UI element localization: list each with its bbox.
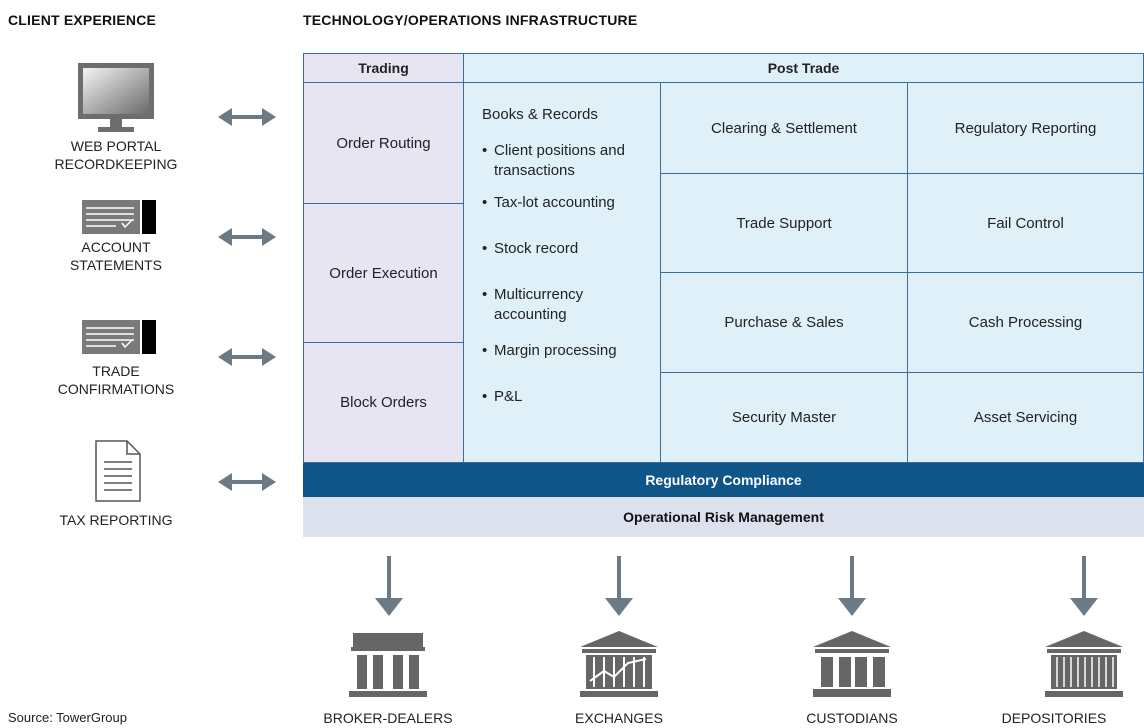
post-trade-cell: Trade Support: [661, 174, 908, 273]
client-item-line2: RECORDKEEPING: [54, 156, 178, 172]
list-item: Multicurrency accounting: [482, 285, 644, 325]
institution-label-exchanges: EXCHANGES: [575, 710, 663, 726]
broker-dealers-building-icon: [349, 633, 427, 697]
trading-cell-order-routing: Order Routing: [304, 83, 464, 204]
double-arrow-icon: [218, 473, 276, 491]
trading-column-header: Trading: [304, 54, 464, 83]
client-item-trade-confirmations: TRADE CONFIRMATIONS: [30, 362, 202, 398]
list-item: Tax-lot accounting: [482, 193, 654, 213]
institution-label-broker-dealers: BROKER-DEALERS: [323, 710, 453, 726]
source-note: Source: TowerGroup: [8, 710, 127, 725]
client-item-line2: CONFIRMATIONS: [57, 381, 175, 397]
regulatory-compliance-band: Regulatory Compliance: [303, 463, 1144, 497]
statement-icon: [82, 200, 160, 239]
books-records-cell: Books & Records Client positions and tra…: [464, 83, 661, 462]
list-item: Margin processing: [482, 341, 654, 361]
post-trade-cell: Regulatory Reporting: [908, 83, 1143, 174]
client-item-web-portal: WEB PORTAL RECORDKEEPING: [30, 137, 202, 173]
infrastructure-header: TECHNOLOGY/OPERATIONS INFRASTRUCTURE: [303, 12, 638, 28]
document-icon: [95, 440, 141, 507]
client-item-line1: ACCOUNT: [81, 239, 151, 255]
list-item: P&L: [482, 387, 654, 407]
down-arrow-icon: [605, 556, 633, 616]
infrastructure-grid: Trading Post Trade Order Routing Order E…: [303, 53, 1144, 463]
list-item: Stock record: [482, 239, 654, 259]
post-trade-cell: Purchase & Sales: [661, 273, 908, 373]
custodians-building-icon: [813, 631, 891, 697]
double-arrow-icon: [218, 348, 276, 366]
double-arrow-icon: [218, 108, 276, 126]
client-item-line1: TAX REPORTING: [59, 512, 173, 528]
list-item: Client positions and transactions: [482, 141, 654, 181]
post-trade-cell: Cash Processing: [908, 273, 1143, 373]
client-experience-header: CLIENT EXPERIENCE: [8, 12, 157, 28]
down-arrow-icon: [838, 556, 866, 616]
double-arrow-icon: [218, 228, 276, 246]
institution-label-custodians: CUSTODIANS: [806, 710, 898, 726]
post-trade-cell: Asset Servicing: [908, 373, 1143, 462]
operational-risk-band: Operational Risk Management: [303, 497, 1144, 537]
post-trade-cell: Security Master: [661, 373, 908, 462]
post-trade-cell: Clearing & Settlement: [661, 83, 908, 174]
institution-label-depositories: DEPOSITORIES: [1001, 710, 1107, 726]
post-trade-column-header: Post Trade: [464, 54, 1143, 83]
post-trade-cell: Fail Control: [908, 174, 1143, 273]
depositories-building-icon: [1045, 631, 1123, 697]
client-item-line1: WEB PORTAL: [70, 138, 162, 154]
down-arrow-icon: [375, 556, 403, 616]
client-item-tax-reporting: TAX REPORTING: [30, 511, 202, 529]
confirmation-icon: [82, 320, 160, 359]
client-item-line1: TRADE: [92, 363, 140, 379]
books-records-list: Client positions and transactions Tax-lo…: [482, 141, 654, 407]
trading-cell-order-execution: Order Execution: [304, 204, 464, 343]
client-item-account-statements: ACCOUNT STATEMENTS: [30, 238, 202, 274]
monitor-icon: [78, 63, 154, 140]
books-records-title: Books & Records: [482, 106, 598, 123]
client-item-line2: STATEMENTS: [69, 257, 163, 273]
down-arrow-icon: [1070, 556, 1098, 616]
trading-cell-block-orders: Block Orders: [304, 343, 464, 462]
exchanges-building-icon: [580, 631, 658, 697]
